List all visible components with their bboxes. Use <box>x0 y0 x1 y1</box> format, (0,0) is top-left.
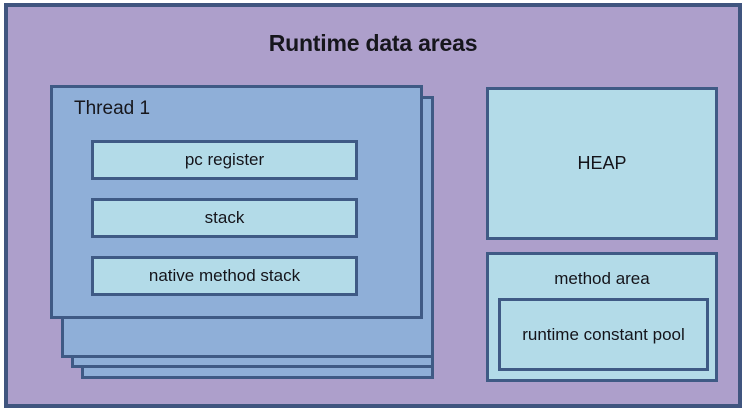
thread-label: Thread 1 <box>74 98 151 119</box>
thread-card-front: Thread 1 pc register stack native method… <box>50 85 423 319</box>
heap-box: HEAP <box>486 87 718 240</box>
stack-box: stack <box>91 198 358 238</box>
method-area-label: method area <box>554 269 650 288</box>
method-area-box: method area runtime constant pool <box>486 252 718 382</box>
native-method-stack-box: native method stack <box>91 256 358 296</box>
diagram-title: Runtime data areas <box>268 30 478 56</box>
pc-register-box: pc register <box>91 140 358 180</box>
runtime-constant-pool-box: runtime constant pool <box>498 298 709 371</box>
thread-stack: Thread 1 pc register stack native method… <box>50 85 470 380</box>
runtime-data-areas-container: Runtime data areas Thread 1 pc register … <box>4 3 742 408</box>
